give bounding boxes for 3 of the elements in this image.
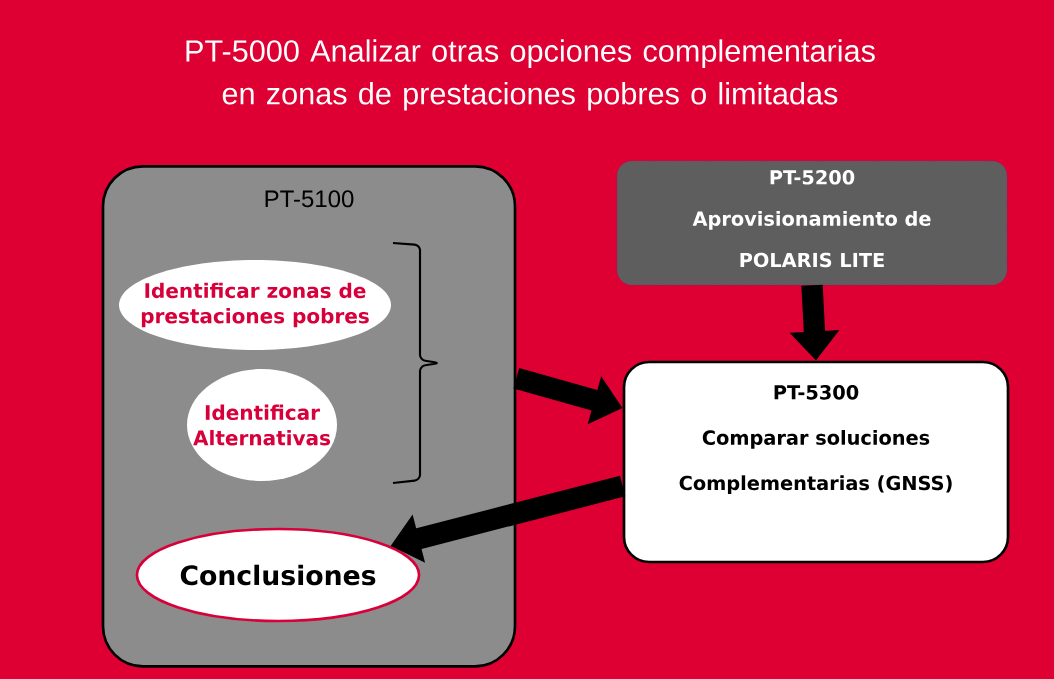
title: PT-5000 Analizar otras opciones complementarias en zonas de prestaciones pobres o limitadas xyxy=(186,39,875,111)
process-box: PT-5200 Aprovisionamiento de POLARIS LITE xyxy=(616,160,1008,286)
process-box: PT-5300 Comparar soluciones Complementarias (GNSS) xyxy=(622,360,1010,564)
